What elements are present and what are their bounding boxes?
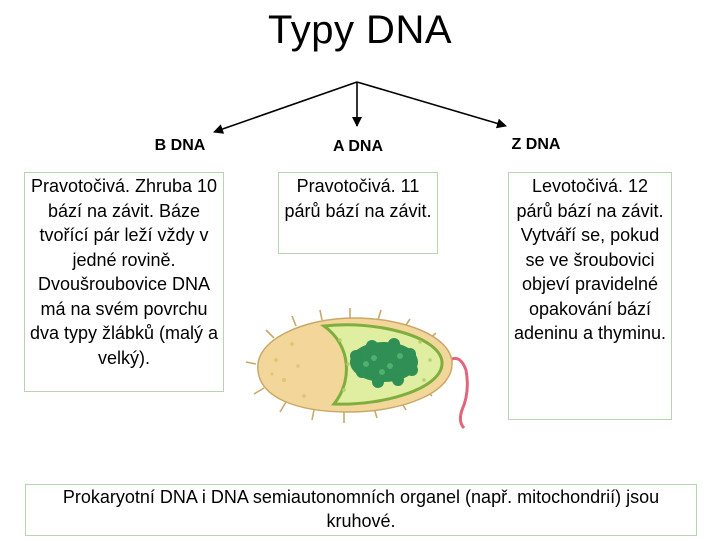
z-dna-description: Levotočivá. 12 párů bází na závit. Vytvá… [508, 172, 672, 420]
b-dna-label: B DNA [154, 137, 206, 154]
b-dna-description: Pravotočivá. Zhruba 10 bází na závit. Bá… [24, 172, 224, 392]
ribosomes [338, 338, 432, 392]
arrow-to-z-dna [356, 81, 507, 129]
footer-note: Prokaryotní DNA i DNA semiautonomních or… [25, 484, 697, 536]
z-dna-label: Z DNA [511, 136, 561, 153]
nucleoid-highlights [363, 353, 403, 375]
a-dna-label: A DNA [332, 138, 384, 155]
a-dna-description: Pravotočivá. 11 párů bází na závit. [278, 172, 438, 254]
flagellum [449, 356, 469, 430]
bacterium-illustration [245, 308, 469, 430]
cell-granules [270, 342, 306, 398]
nucleoid [350, 338, 418, 388]
page-title: Typy DNA [267, 8, 453, 52]
arrow-to-b-dna [213, 81, 358, 134]
